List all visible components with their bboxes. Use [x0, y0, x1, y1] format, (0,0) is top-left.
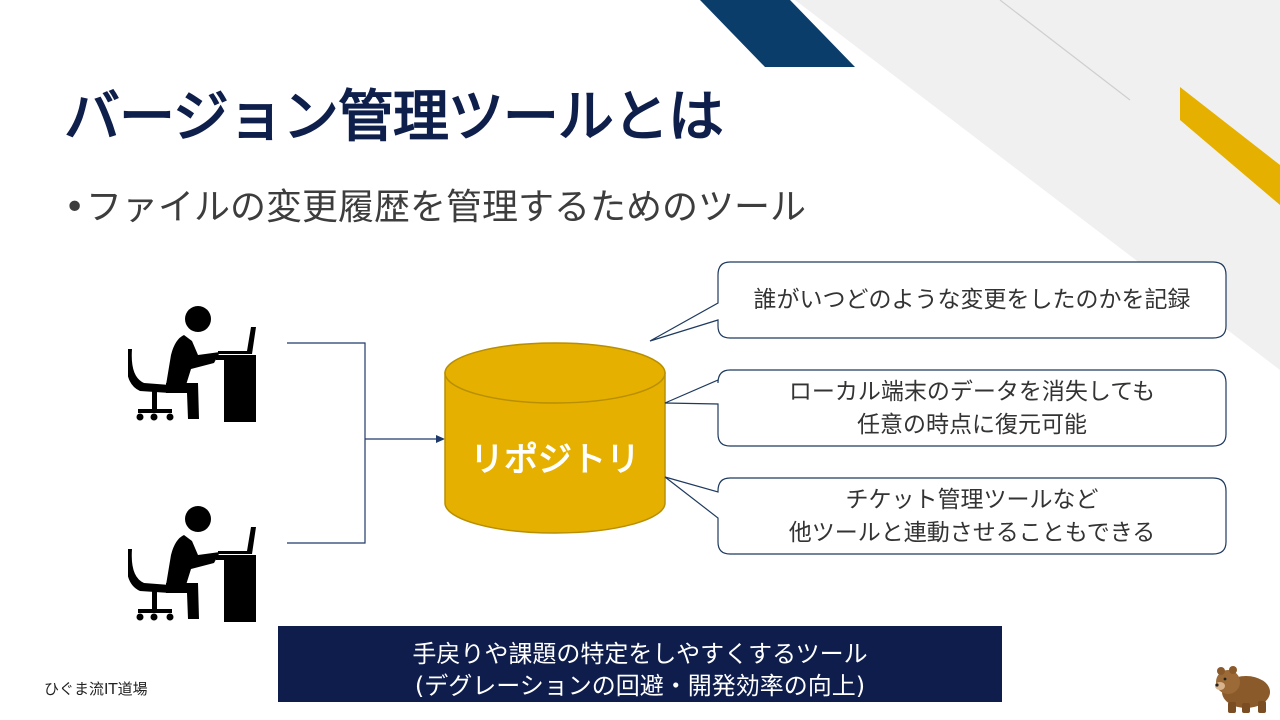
connector-lines: [287, 342, 437, 544]
cylinder-top: [444, 342, 666, 404]
callout-bubbles: [649, 261, 1227, 555]
callout-bubble-1: [649, 261, 1227, 342]
summary-line-1: 手戻りや課題の特定をしやすくするツール: [412, 640, 868, 668]
callout-text-1: 誰がいつどのような変更をしたのかを記録: [718, 284, 1226, 317]
yellow-stripe: [1180, 87, 1280, 205]
thin-stripe-line: [999, 0, 1131, 101]
footer-brand: ひぐま流IT道場: [44, 680, 148, 698]
callout-bubble-3: [664, 476, 1227, 555]
summary-line-2: (デグレーションの回避・開発効率の向上): [414, 672, 866, 700]
bullet-item: •ファイルの変更履歴を管理するためのツール: [64, 178, 806, 230]
bear-icon: [1215, 666, 1270, 713]
callout-text-3: チケット管理ツールなど 他ツールと連動させることもできる: [718, 484, 1226, 550]
navy-stripe: [700, 0, 855, 67]
slide-title: バージョン管理ツールとは: [64, 85, 724, 150]
user-connector: [287, 342, 366, 544]
bullet-marker: •: [64, 187, 86, 228]
callout-line: 他ツールと連動させることもできる: [788, 520, 1156, 546]
callout-line: チケット管理ツールなど: [845, 487, 1099, 513]
repository-cylinder: [444, 342, 666, 534]
cylinder-body: [444, 372, 666, 534]
callout-bubble-2: [664, 369, 1227, 447]
person-at-desk-icon: [128, 506, 256, 622]
person-at-desk-icon: [128, 306, 256, 422]
callout-line: ローカル端末のデータを消失しても: [788, 379, 1156, 405]
repository-label: リポジトリ: [470, 440, 640, 480]
callout-text-2: ローカル端末のデータを消失しても 任意の時点に復元可能: [718, 376, 1226, 442]
bullet-text: ファイルの変更履歴を管理するためのツール: [86, 187, 807, 228]
arrow-head: [436, 435, 445, 443]
callout-line: 任意の時点に復元可能: [857, 412, 1087, 438]
summary-box: [278, 626, 1002, 702]
callout-line: 誰がいつどのような変更をしたのかを記録: [753, 287, 1191, 313]
